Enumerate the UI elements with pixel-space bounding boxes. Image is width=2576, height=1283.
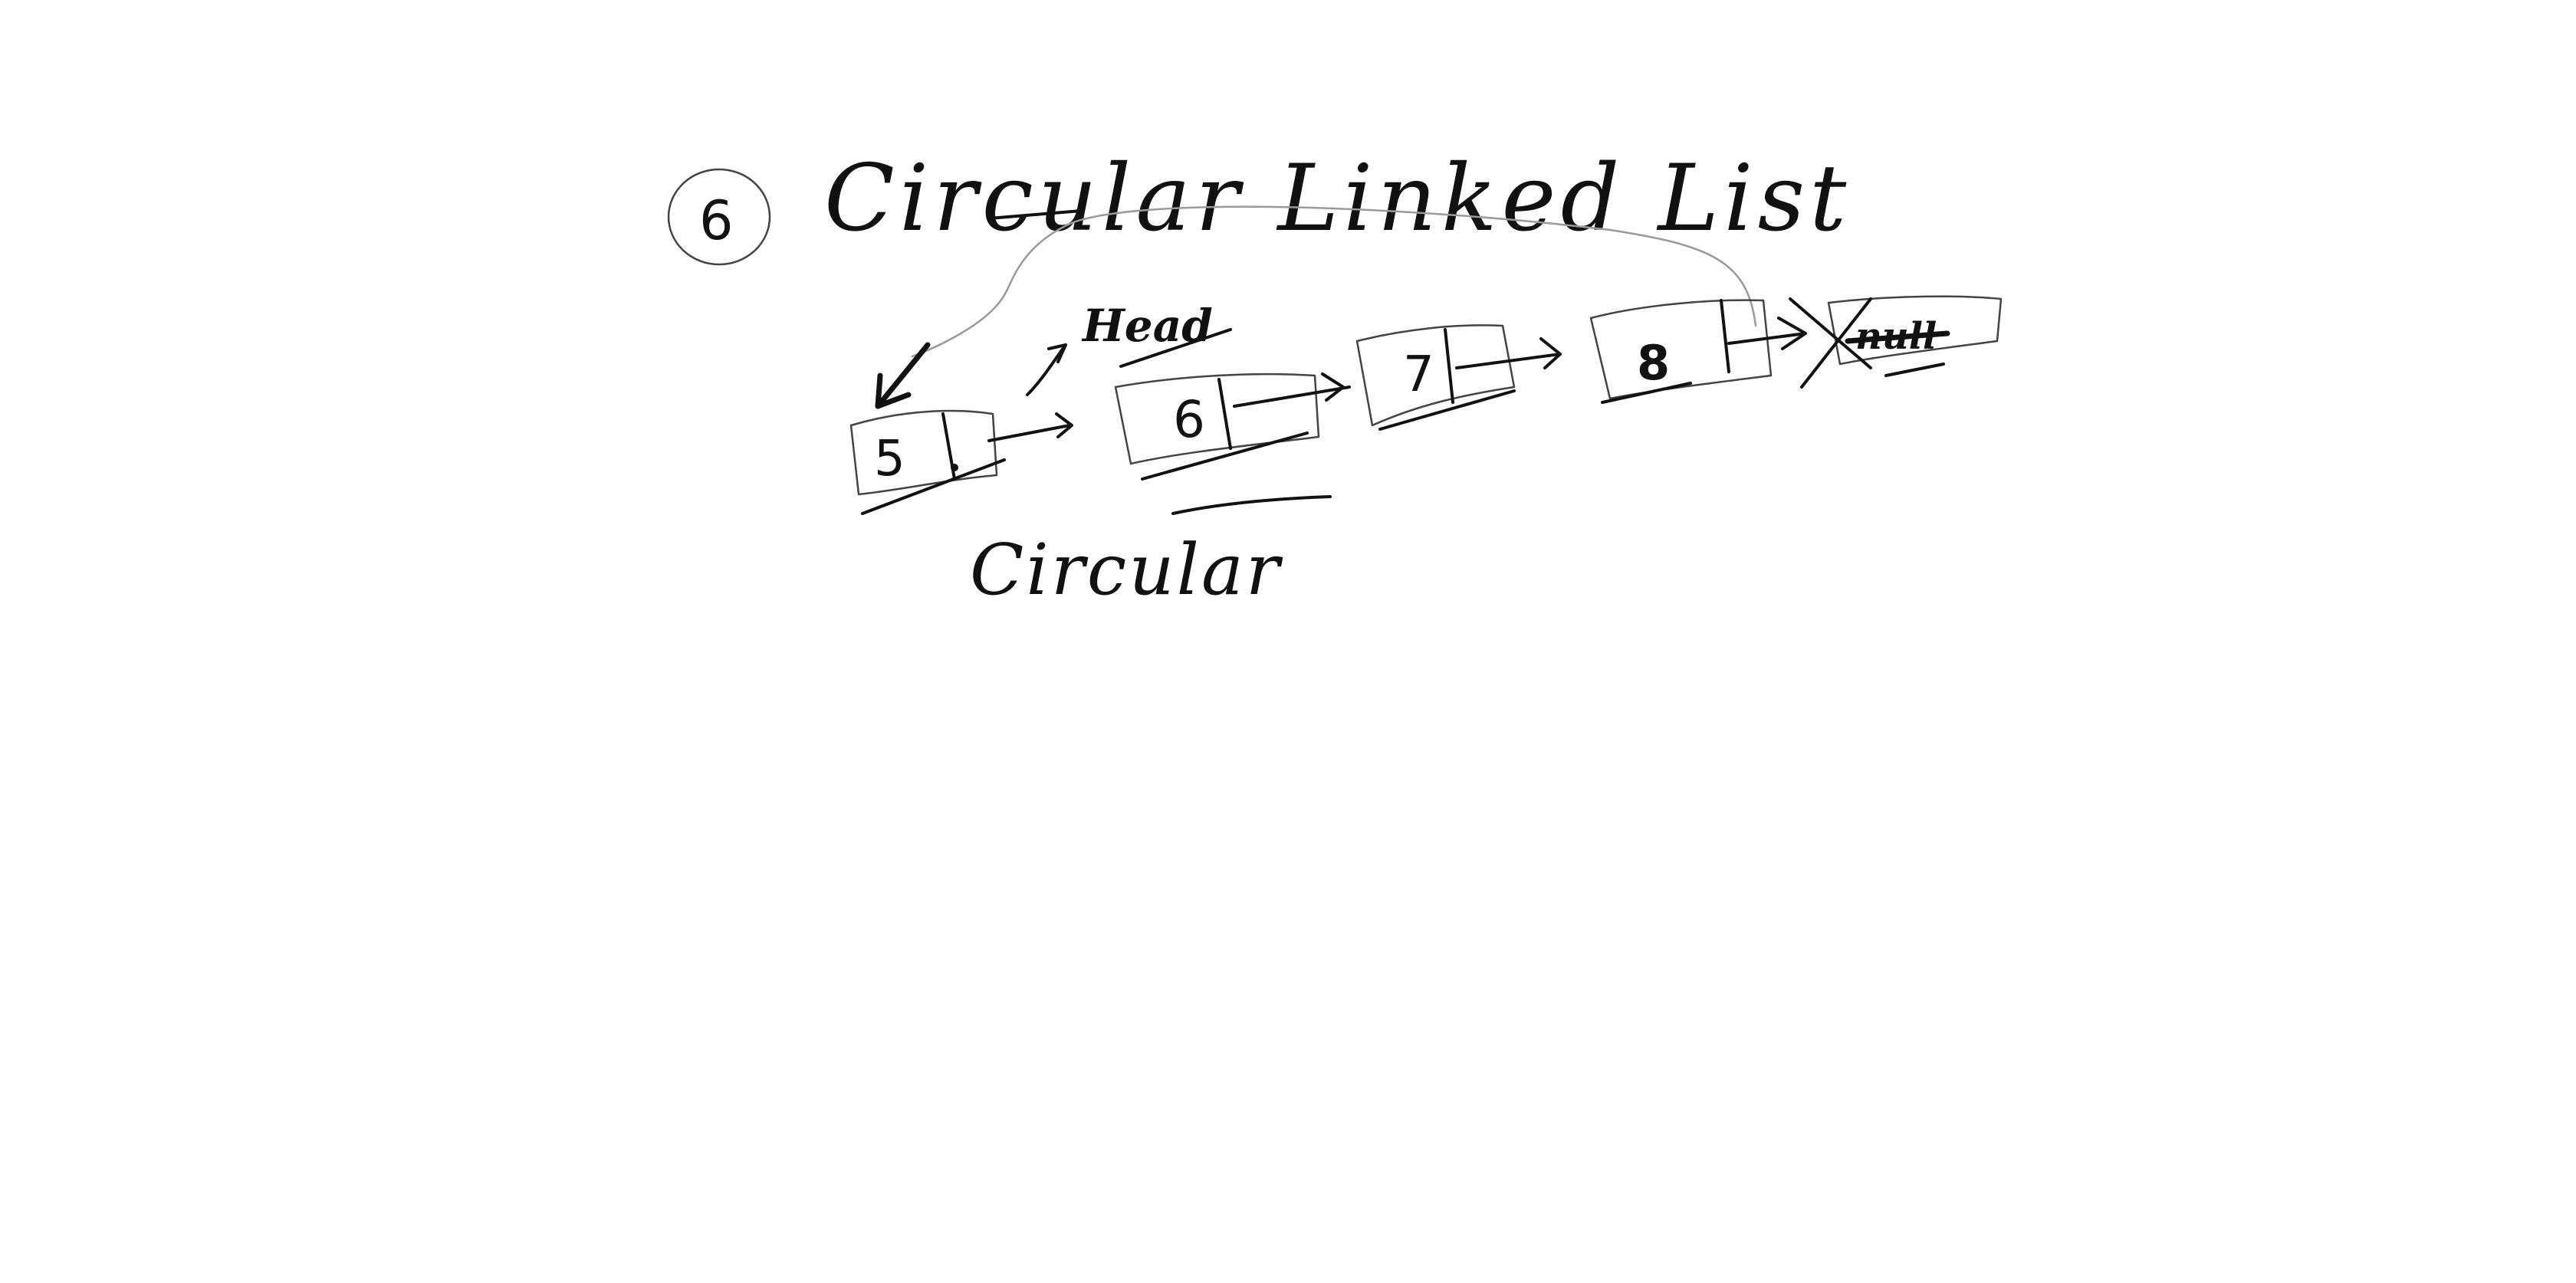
item-number-circle bbox=[667, 168, 771, 266]
bottom-label-overline bbox=[1171, 495, 1332, 515]
head-label: Head bbox=[1081, 300, 1213, 352]
node-3-underline bbox=[1378, 389, 1516, 431]
arrow-1-2-shaft bbox=[987, 424, 1071, 442]
node-1: 5 bbox=[849, 409, 1006, 515]
arrow-2-3-shaft bbox=[1233, 386, 1351, 408]
node-3-box bbox=[1355, 324, 1516, 427]
node-2-underline bbox=[1141, 431, 1309, 481]
arrow-2-3-head bbox=[1321, 372, 1345, 402]
circular-wrap-curve bbox=[911, 205, 1757, 358]
node-1-value: 5 bbox=[874, 431, 905, 487]
head-arrow-shaft bbox=[1026, 343, 1067, 396]
arrow-1-2 bbox=[987, 412, 1073, 442]
arrow-4-null bbox=[1727, 317, 1807, 350]
node-2-value: 6 bbox=[1173, 390, 1205, 449]
node-4-divider bbox=[1720, 299, 1730, 373]
arrow-3-4 bbox=[1455, 337, 1562, 369]
arrow-1-2-head bbox=[1055, 412, 1073, 438]
arrow-2-3 bbox=[1233, 372, 1351, 408]
node-3-divider bbox=[1444, 328, 1454, 404]
node-1-underline bbox=[861, 458, 1006, 515]
node-3: 7 bbox=[1355, 324, 1516, 431]
head-pointer: Head bbox=[1026, 300, 1232, 396]
null-terminal: null bbox=[1789, 295, 2003, 389]
node-2-divider bbox=[1217, 378, 1232, 450]
bottom-label: Circular bbox=[970, 529, 1283, 611]
arrow-4-null-shaft bbox=[1727, 332, 1807, 345]
node-3-value: 7 bbox=[1403, 346, 1434, 403]
node-1-box bbox=[849, 409, 998, 496]
wrap-arrow-shaft bbox=[875, 342, 931, 409]
node-2: 6 bbox=[1114, 372, 1320, 481]
node-1-pointer-dot bbox=[951, 464, 958, 471]
head-arrow-head bbox=[1047, 343, 1067, 363]
node-4-underline bbox=[1601, 382, 1692, 404]
head-underline bbox=[1119, 328, 1232, 368]
null-strikethrough bbox=[1845, 330, 1950, 344]
node-2-box bbox=[1114, 372, 1320, 465]
null-underline bbox=[1884, 363, 1945, 377]
item-number-text: 6 bbox=[699, 189, 734, 252]
null-cross-out bbox=[1789, 297, 1872, 389]
null-box bbox=[1827, 295, 2003, 366]
arrow-4-null-head bbox=[1777, 317, 1807, 350]
wrap-arrow-head bbox=[875, 372, 912, 409]
diagram-title: Circular Linked List bbox=[824, 146, 1851, 252]
arrow-3-4-shaft bbox=[1455, 353, 1562, 369]
title-underline-stroke bbox=[987, 209, 1083, 220]
node-4: 8 bbox=[1589, 299, 1773, 404]
node-4-value: 8 bbox=[1637, 335, 1670, 391]
item-number-marker: 6 bbox=[667, 168, 771, 266]
arrow-3-4-head bbox=[1539, 337, 1562, 369]
